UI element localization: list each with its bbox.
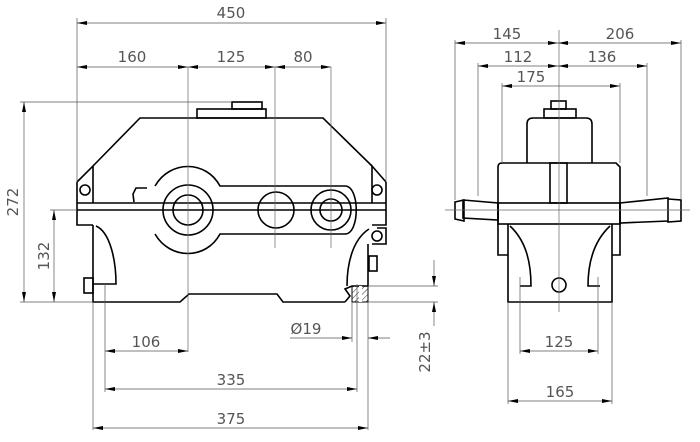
dim-bolt-spacing: 335	[217, 371, 246, 389]
dim-body-width: 175	[517, 68, 546, 86]
dim-shaft-spacing-1: 125	[217, 48, 246, 66]
dim-overall-height: 272	[4, 188, 22, 217]
dim-base-length: 375	[217, 410, 246, 428]
front-view: 450 160 125 80 272 132 106 335 375 Ø19 2…	[4, 4, 438, 430]
dim-shaft-offset: 160	[118, 48, 147, 66]
front-centerlines	[187, 67, 332, 352]
side-view: 145 206 112 136 175 125 165	[445, 25, 690, 404]
dim-right-shaft-shoulder: 136	[588, 48, 617, 66]
dim-shaft-spacing-2: 80	[293, 48, 312, 66]
front-housing	[76, 101, 387, 303]
dim-bolt-hole: Ø19	[291, 320, 322, 338]
side-dimension-lines	[454, 40, 682, 404]
dim-foot-thickness: 22±3	[416, 331, 434, 372]
dim-left-shaft-shoulder: 112	[504, 48, 533, 66]
dim-base-width: 165	[546, 383, 575, 401]
side-centerlines	[445, 30, 690, 312]
dim-foot-offset: 106	[132, 333, 161, 351]
dim-right-shaft-extent: 206	[606, 25, 635, 43]
dim-shaft-height: 132	[35, 242, 53, 271]
dim-side-bolt-spacing: 125	[545, 333, 574, 351]
front-dimension-lines	[20, 18, 438, 430]
dim-left-shaft-extent: 145	[493, 25, 522, 43]
dim-overall-length: 450	[217, 4, 246, 22]
